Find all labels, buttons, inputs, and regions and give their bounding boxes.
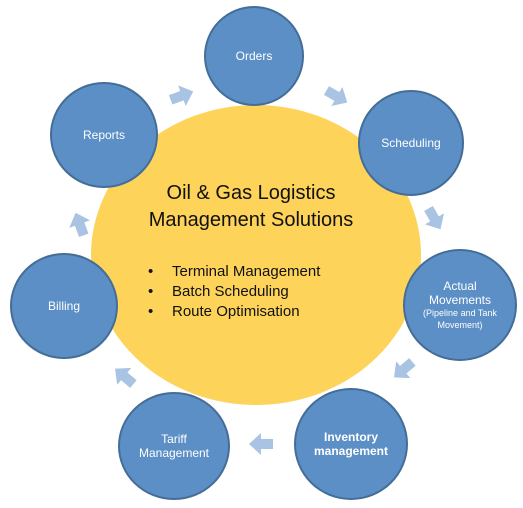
node-label: Reports xyxy=(82,128,126,142)
bullet-icon: • xyxy=(148,303,154,320)
node-scheduling: Scheduling xyxy=(358,90,464,196)
node-billing: Billing xyxy=(10,253,118,359)
list-item: • Terminal Management xyxy=(148,262,320,282)
node-label-line-1: Actual xyxy=(443,279,477,293)
node-label-line-2: Management xyxy=(138,446,210,460)
node-label-line-1: Inventory xyxy=(323,430,378,444)
arrow-reports-to-orders xyxy=(166,81,197,111)
node-label: Orders xyxy=(235,49,273,63)
title-line-1: Oil & Gas Logistics xyxy=(166,182,336,204)
arrow-inventory-to-tariff xyxy=(249,433,273,455)
arrow-billing-to-reports xyxy=(65,209,95,240)
node-inventory: Inventory management xyxy=(294,388,408,500)
node-reports: Reports xyxy=(50,82,158,188)
node-label-line-2: Movements xyxy=(428,293,492,307)
node-orders: Orders xyxy=(204,6,304,106)
arrow-tariff-to-billing xyxy=(107,360,141,393)
node-label: Scheduling xyxy=(381,136,441,150)
arrow-scheduling-to-movements xyxy=(418,202,451,235)
node-tariff: Tariff Management xyxy=(118,392,230,500)
arrow-orders-to-scheduling xyxy=(320,80,353,113)
node-label: Billing xyxy=(47,299,80,313)
bullet-icon: • xyxy=(148,263,154,280)
arrow-movements-to-inventory xyxy=(386,353,420,386)
node-actual-movements: Actual Movements (Pipeline and Tank Move… xyxy=(403,249,517,361)
list-item: • Route Optimisation xyxy=(148,302,320,322)
diagram-title: Oil & Gas Logistics Management Solutions xyxy=(135,180,367,234)
node-label-line-4: Movement) xyxy=(437,320,483,330)
feature-list: • Terminal Management • Batch Scheduling… xyxy=(148,262,320,322)
list-item-label: Route Optimisation xyxy=(172,303,300,320)
list-item: • Batch Scheduling xyxy=(148,282,320,302)
node-label-line-1: Tariff xyxy=(161,432,187,446)
list-item-label: Batch Scheduling xyxy=(172,283,289,300)
title-line-2: Management Solutions xyxy=(148,209,354,231)
node-label-line-2: management xyxy=(313,444,389,458)
list-item-label: Terminal Management xyxy=(172,263,321,280)
bullet-icon: • xyxy=(148,283,154,300)
node-label-line-3: (Pipeline and Tank xyxy=(423,308,497,318)
